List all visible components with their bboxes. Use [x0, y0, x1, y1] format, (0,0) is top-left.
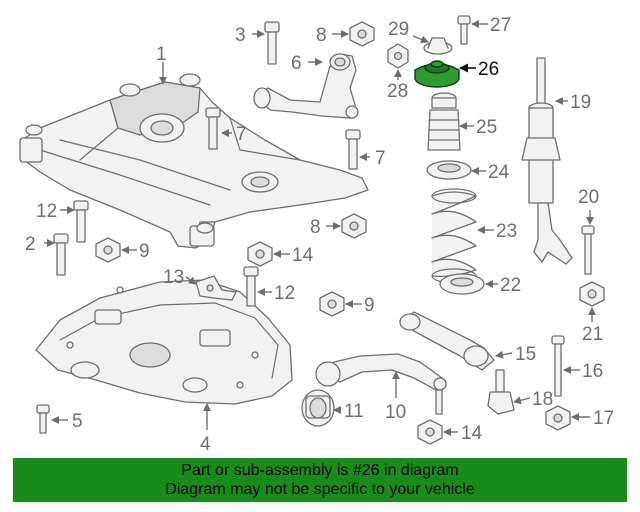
callout-5: 5	[72, 411, 83, 432]
subframe-part-1	[19, 73, 369, 249]
callout-22: 22	[500, 275, 521, 296]
bolt-part-3	[264, 21, 280, 65]
spring-seat-part-24	[426, 160, 472, 180]
nut-part-14-lower	[417, 419, 443, 445]
callout-labels: 1 2 3 4 5 6 7 7 8 8 9 9 10 11 12 12 13 1…	[25, 15, 614, 455]
bolt-part-5	[36, 404, 50, 434]
bolt-part-12-right	[243, 266, 259, 307]
upper-control-arm-part-6	[253, 53, 359, 119]
callout-17: 17	[593, 408, 614, 429]
bump-stop-part-25	[427, 92, 461, 151]
callout-25: 25	[476, 117, 497, 138]
callout-9a: 9	[139, 241, 150, 262]
callout-1: 1	[156, 44, 167, 65]
callout-18: 18	[532, 389, 553, 410]
callout-14b: 14	[461, 423, 483, 444]
callout-19: 19	[570, 92, 591, 113]
nut-part-9-mid	[319, 291, 345, 317]
strut-mount-part-26-highlighted	[414, 60, 460, 88]
bolt-part-12-left	[73, 200, 89, 243]
callout-27: 27	[490, 15, 511, 36]
nut-part-9-left	[95, 237, 121, 263]
bolt-part-27	[457, 15, 471, 45]
callout-4: 4	[200, 434, 211, 455]
bolt-part-7-upper	[205, 107, 221, 150]
leader-lines	[44, 20, 596, 436]
nut-part-14-upper	[247, 241, 273, 267]
lower-spring-seat-part-22	[439, 273, 485, 295]
parts-diagram: 1 2 3 4 5 6 7 7 8 8 9 9 10 11 12 12 13 1…	[19, 15, 614, 455]
callout-26-highlighted: 26	[478, 59, 499, 80]
nut-part-8-mid	[341, 213, 367, 239]
callout-10: 10	[385, 402, 406, 423]
banner-line-2: Diagram may not be specific to your vehi…	[165, 481, 475, 498]
callout-21: 21	[582, 324, 603, 345]
bolt-part-7-lower	[345, 129, 361, 170]
underbody-shield-part-4	[35, 279, 293, 405]
callout-6: 6	[291, 53, 302, 74]
lower-control-arm-part-15	[399, 311, 495, 371]
nut-part-21	[579, 281, 605, 307]
callout-16: 16	[582, 361, 603, 382]
nut-part-28	[387, 43, 409, 69]
callout-29: 29	[388, 19, 409, 40]
bracket-part-13	[195, 275, 237, 301]
callout-12b: 12	[274, 283, 295, 304]
callout-15: 15	[515, 344, 536, 365]
callout-20: 20	[578, 187, 599, 208]
banner-line-1: Part or sub-assembly is #26 in diagram	[181, 462, 459, 479]
callout-3: 3	[235, 25, 246, 46]
nut-part-8-top	[349, 21, 375, 47]
callout-9b: 9	[364, 295, 375, 316]
callout-7a: 7	[236, 124, 247, 145]
info-banner: Part or sub-assembly is #26 in diagram D…	[13, 458, 627, 502]
shock-absorber-part-19	[521, 57, 573, 265]
lower-control-arm-part-10	[315, 353, 447, 415]
bolt-part-2	[53, 233, 69, 276]
cap-part-29	[423, 37, 453, 55]
bolt-part-16	[551, 335, 565, 397]
callout-24: 24	[488, 162, 510, 183]
callout-7b: 7	[375, 148, 386, 169]
nut-part-17	[545, 405, 571, 431]
callout-28: 28	[387, 81, 408, 102]
callout-8a: 8	[316, 25, 327, 46]
callout-12a: 12	[36, 201, 57, 222]
callout-14a: 14	[292, 245, 314, 266]
ball-joint-part-18	[487, 369, 515, 415]
bolt-part-20	[581, 225, 595, 275]
callout-8b: 8	[310, 217, 321, 238]
callout-2: 2	[25, 234, 36, 255]
callout-11: 11	[344, 401, 364, 422]
bushing-part-11	[301, 389, 335, 427]
callout-13: 13	[163, 267, 184, 288]
coil-spring-part-23	[431, 188, 477, 284]
callout-23: 23	[496, 221, 517, 242]
